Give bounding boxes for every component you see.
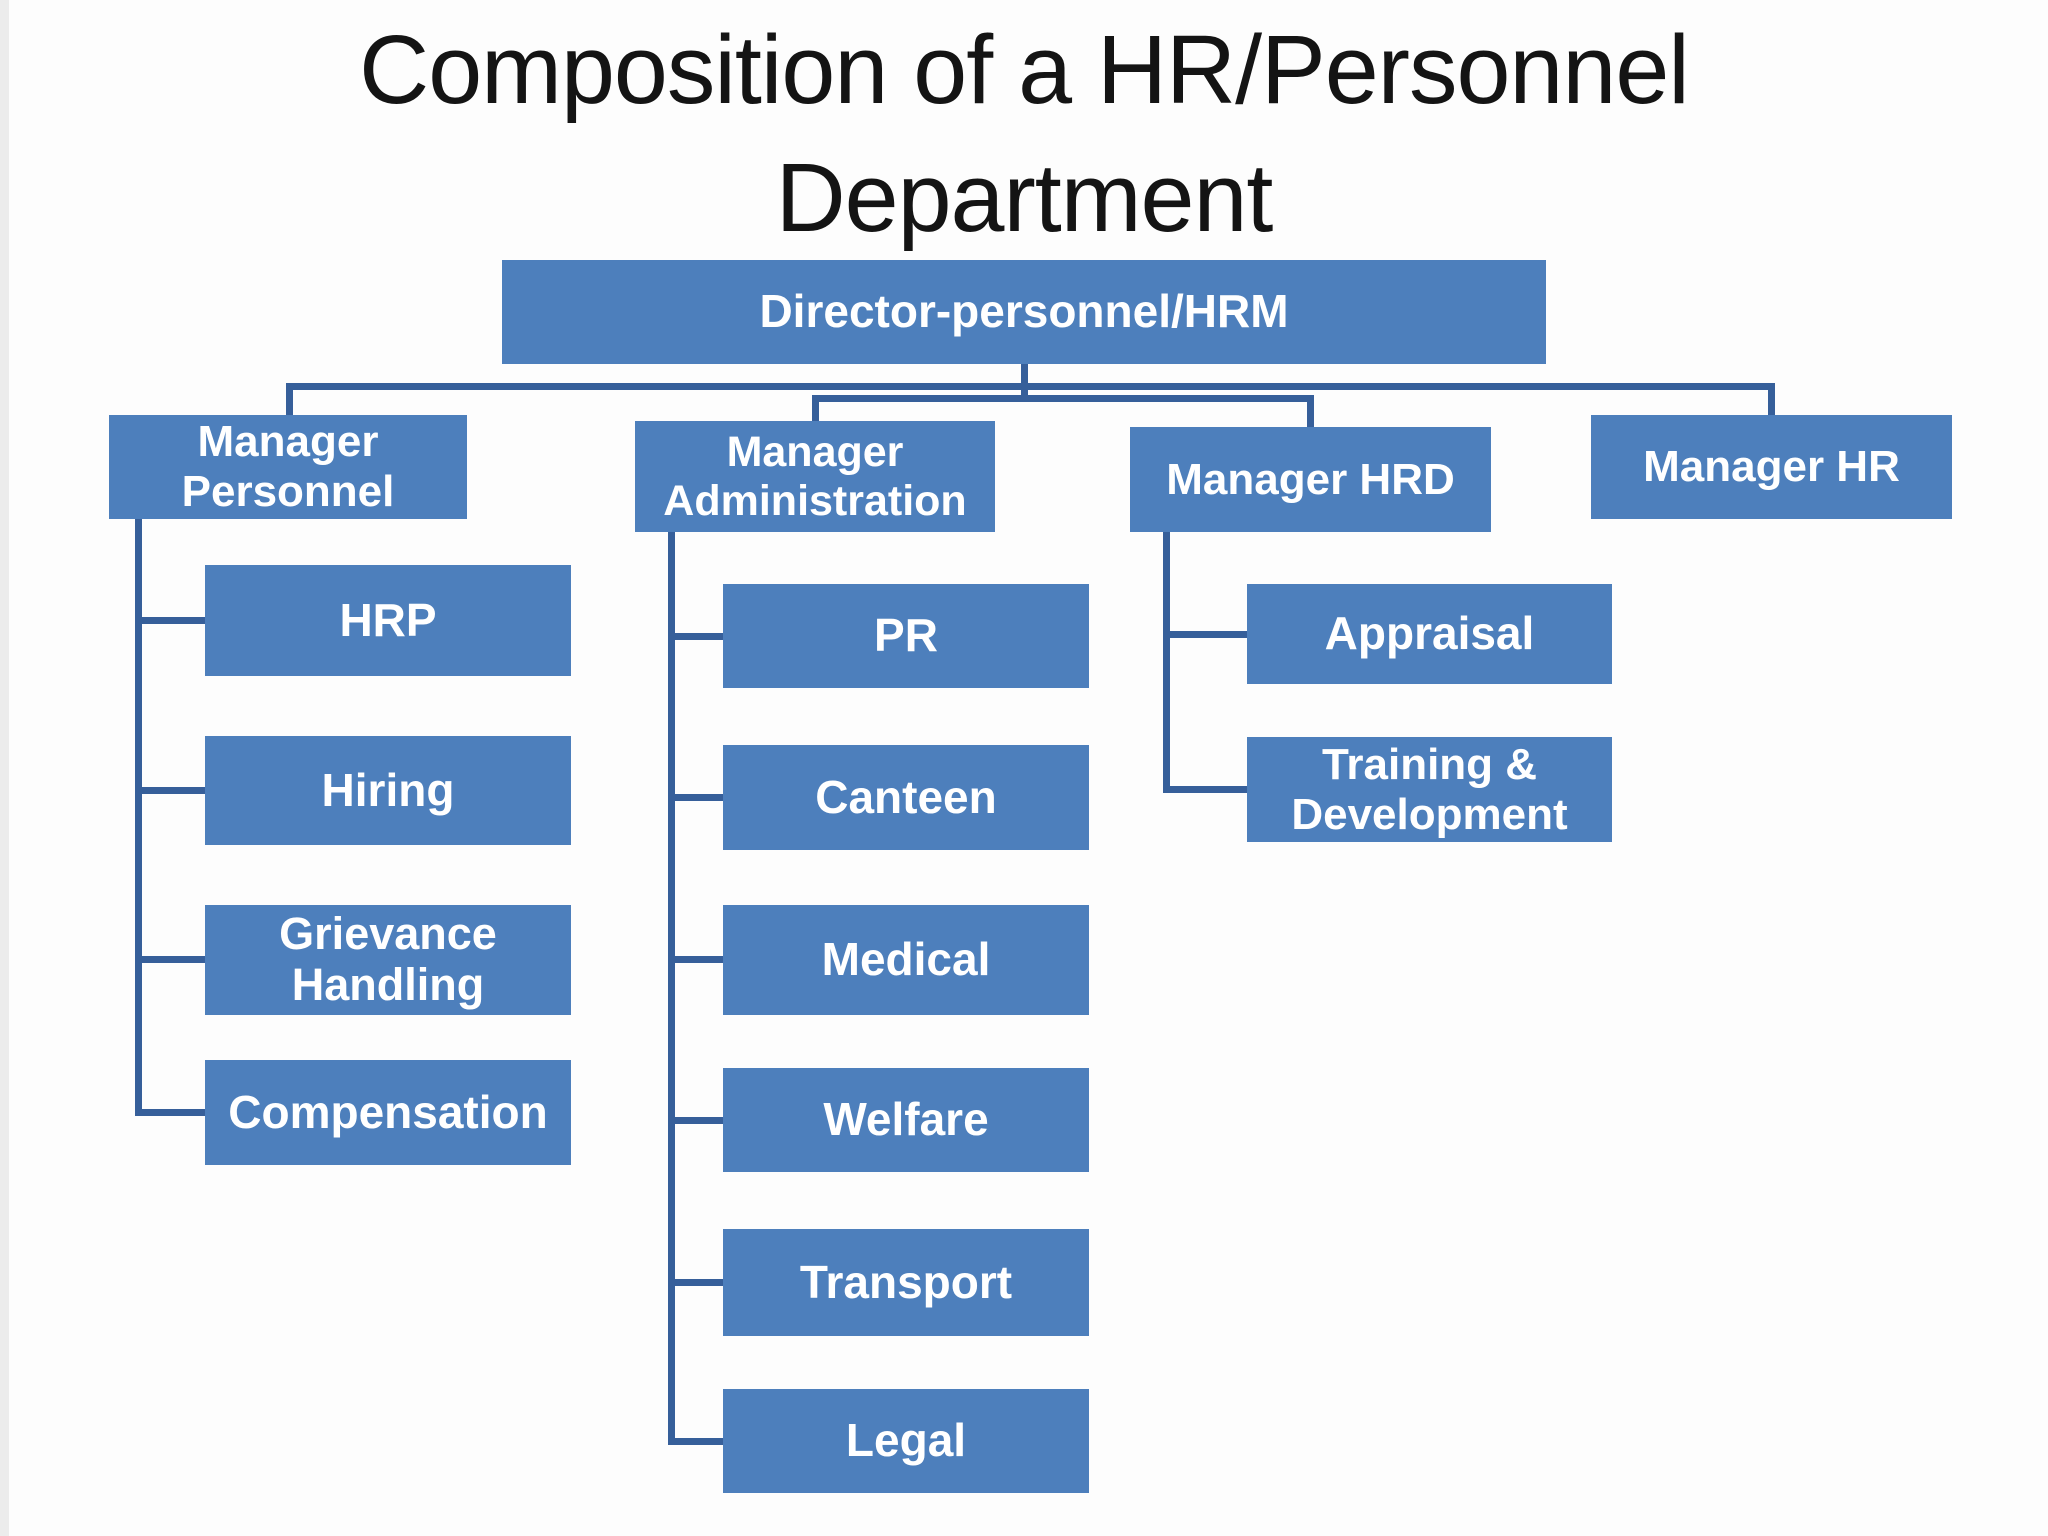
node-label-line: Training & — [1321, 739, 1538, 789]
node-manager-hr: Manager HR — [1591, 415, 1952, 519]
connector-stub-transport — [668, 1279, 723, 1286]
connector-stub-hrp — [135, 617, 205, 624]
connector-stub-welfare — [668, 1117, 723, 1124]
connector-level-2 — [812, 395, 1314, 402]
connector-drop-personnel — [286, 383, 293, 416]
page-title-line2: Department — [775, 143, 1274, 252]
node-appraisal: Appraisal — [1247, 584, 1612, 684]
node-compensation: Compensation — [205, 1060, 571, 1165]
node-manager-hrd: Manager HRD — [1130, 427, 1491, 532]
connector-trunk-hrd — [1163, 532, 1170, 793]
node-transport: Transport — [723, 1229, 1089, 1336]
node-training-development: Training & Development — [1247, 737, 1612, 842]
node-grievance-handling: Grievance Handling — [205, 905, 571, 1015]
node-label: Medical — [821, 933, 991, 986]
page-title-line1: Composition of a HR/Personnel — [359, 15, 1690, 124]
connector-drop-hr — [1768, 383, 1775, 416]
node-label-line: Administration — [663, 476, 967, 525]
connector-stub-medical — [668, 956, 723, 963]
node-label: Canteen — [815, 770, 997, 823]
node-label: Hiring — [321, 763, 455, 816]
node-pr: PR — [723, 584, 1089, 688]
connector-stub-compensation — [135, 1109, 205, 1116]
node-label-line: Personnel — [181, 467, 395, 516]
node-canteen: Canteen — [723, 745, 1089, 850]
node-manager-personnel: Manager Personnel — [109, 415, 467, 519]
connector-drop-administration — [812, 395, 819, 422]
node-label-line: Grievance — [279, 908, 497, 960]
node-label: Welfare — [823, 1093, 989, 1146]
connector-trunk-administration — [668, 532, 675, 1445]
node-manager-administration: Manager Administration — [635, 421, 995, 532]
connector-trunk-personnel — [135, 519, 142, 1116]
node-label: Manager HR — [1643, 442, 1900, 492]
connector-stub-pr — [668, 633, 723, 640]
connector-stub-hiring — [135, 787, 205, 794]
node-label: Manager HRD — [1166, 454, 1455, 504]
node-hiring: Hiring — [205, 736, 571, 845]
node-label: PR — [874, 609, 938, 662]
connector-drop-hrd — [1307, 395, 1314, 428]
connector-level-1 — [286, 383, 1775, 390]
connector-stub-training — [1163, 786, 1247, 793]
node-legal: Legal — [723, 1389, 1089, 1493]
node-label: HRP — [339, 593, 437, 646]
connector-stub-grievance — [135, 956, 205, 963]
connector-stub-appraisal — [1163, 631, 1247, 638]
connector-stub-legal — [668, 1438, 723, 1445]
node-label-line: Manager — [197, 417, 379, 467]
node-label-line: Development — [1291, 789, 1568, 839]
slide-edge-strip — [0, 0, 9, 1536]
node-welfare: Welfare — [723, 1068, 1089, 1172]
node-director: Director-personnel/HRM — [502, 260, 1546, 364]
node-label: Compensation — [228, 1085, 548, 1138]
node-label: Director-personnel/HRM — [759, 285, 1289, 338]
connector-stub-canteen — [668, 794, 723, 801]
node-label: Transport — [799, 1255, 1013, 1308]
node-hrp: HRP — [205, 565, 571, 676]
node-label: Legal — [845, 1414, 967, 1467]
node-label: Appraisal — [1324, 607, 1535, 660]
node-label-line: Manager — [726, 427, 904, 476]
node-label-line: Handling — [291, 959, 485, 1010]
node-medical: Medical — [723, 905, 1089, 1015]
connector-director-stub — [1021, 364, 1028, 398]
page-title: Composition of a HR/Personnel Department — [0, 6, 2048, 262]
